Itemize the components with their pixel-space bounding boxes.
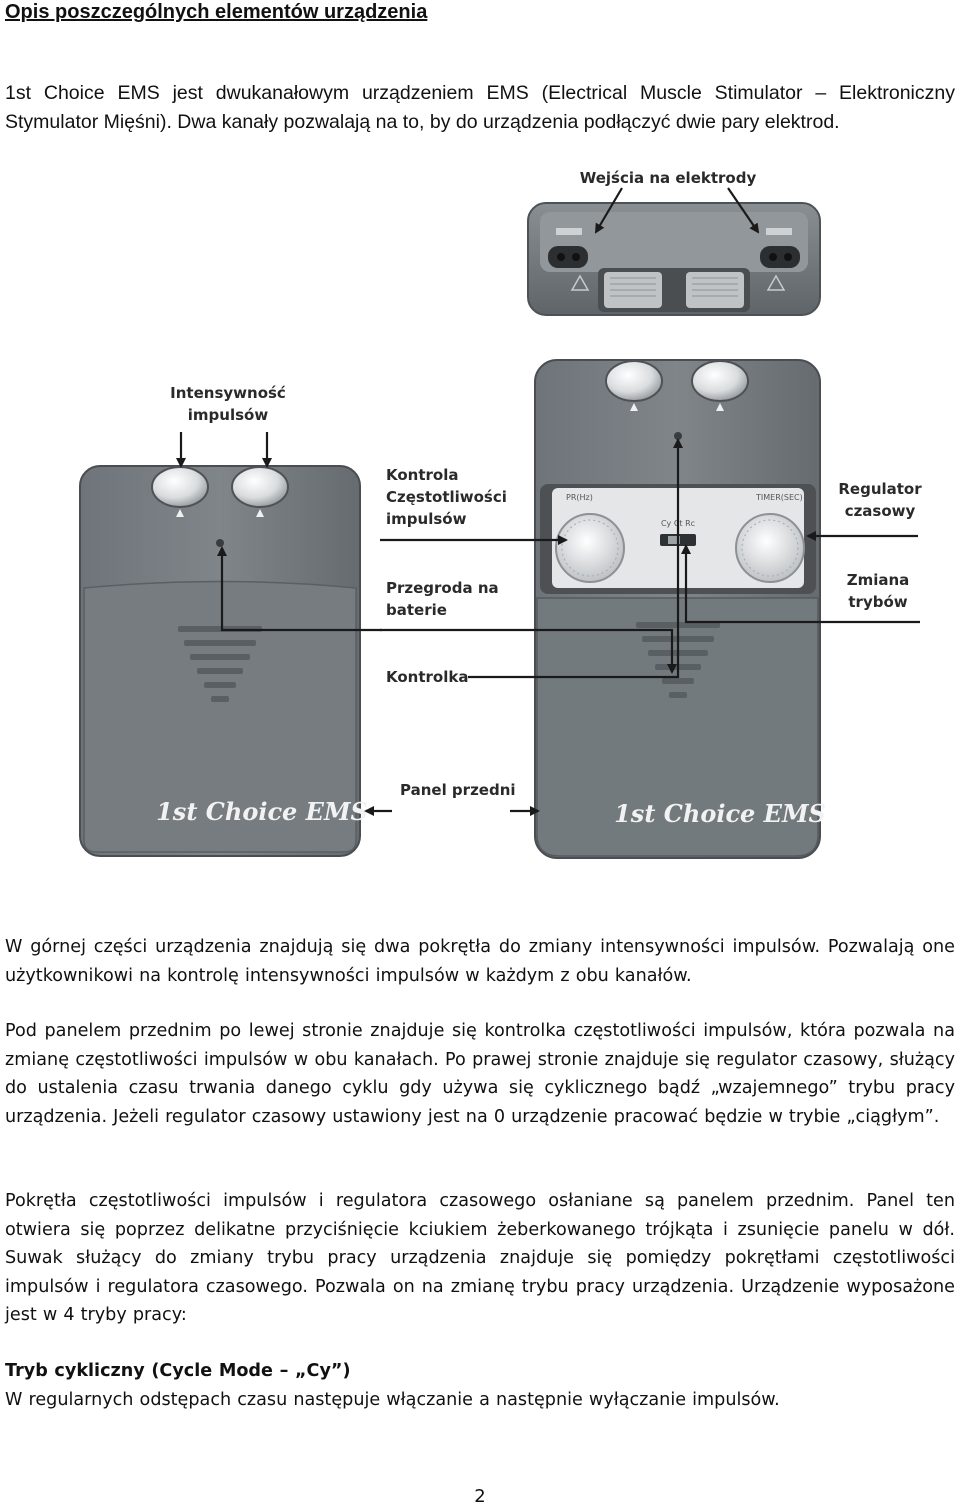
label-frequency-line1: Kontrola [386,466,458,484]
label-frequency-line2: Częstotliwości [386,488,507,506]
mode-section: Tryb cykliczny (Cycle Mode – „Cy”) W reg… [5,1357,955,1414]
label-front-panel: Panel przedni [400,781,516,799]
electrode-socket-right [760,228,800,268]
svg-text:TIMER(SEC): TIMER(SEC) [755,493,803,502]
label-intensity-line1: Intensywność [170,384,286,402]
label-battery-line2: baterie [386,601,447,619]
paragraph-frequency-timer: Pod panelem przednim po lewej stronie zn… [5,1021,955,1127]
label-intensity-line2: impulsów [188,406,269,424]
label-battery-line1: Przegroda na [386,579,499,597]
warning-icon [766,274,786,291]
device-top-view [527,202,821,316]
frequency-dial [555,513,625,583]
intro-paragraph: 1st Choice EMS jest dwukanałowym urządze… [5,82,955,133]
electrode-socket-left [548,228,588,268]
intensity-knob-left [151,466,209,508]
label-mode-line2: trybów [848,593,907,611]
timer-dial [735,513,805,583]
svg-text:PR(Hz): PR(Hz) [566,493,593,502]
mode-title: Tryb cykliczny (Cycle Mode – „Cy”) [5,1361,351,1381]
indicator-light [216,539,224,547]
paragraph-panel-modes: Pokrętła częstotliwości impulsów i regul… [5,1191,955,1326]
mode-description: W regularnych odstępach czasu następuje … [5,1389,780,1410]
intensity-knob-right [691,360,749,402]
grip-ribs [178,626,262,702]
label-mode-line1: Zmiana [847,571,910,589]
device-front-closed: 1st Choice EMS [79,465,368,857]
label-timer-line2: czasowy [845,502,916,520]
label-frequency-line3: impulsów [386,510,467,528]
paragraph-intensity: W górnej części urządzenia znajdują się … [5,937,955,986]
device-figure: Wejścia na elektrody 1st [79,169,922,859]
device-front-open: PR(Hz) TIMER(SEC) Cy Ct Rc [534,359,826,859]
label-timer-line1: Regulator [838,480,922,498]
warning-icon [570,274,590,291]
section-heading: Opis poszczególnych elementów urządzenia [5,1,428,23]
page-number: 2 [474,1486,486,1507]
brand-logo: 1st Choice EMS [614,799,826,828]
label-indicator: Kontrolka [386,668,468,686]
brand-logo: 1st Choice EMS [156,797,368,826]
label-electrode-inputs: Wejścia na elektrody [580,169,757,187]
intensity-knob-left [605,360,663,402]
indicator-light [674,432,682,440]
intensity-knob-right [231,466,289,508]
